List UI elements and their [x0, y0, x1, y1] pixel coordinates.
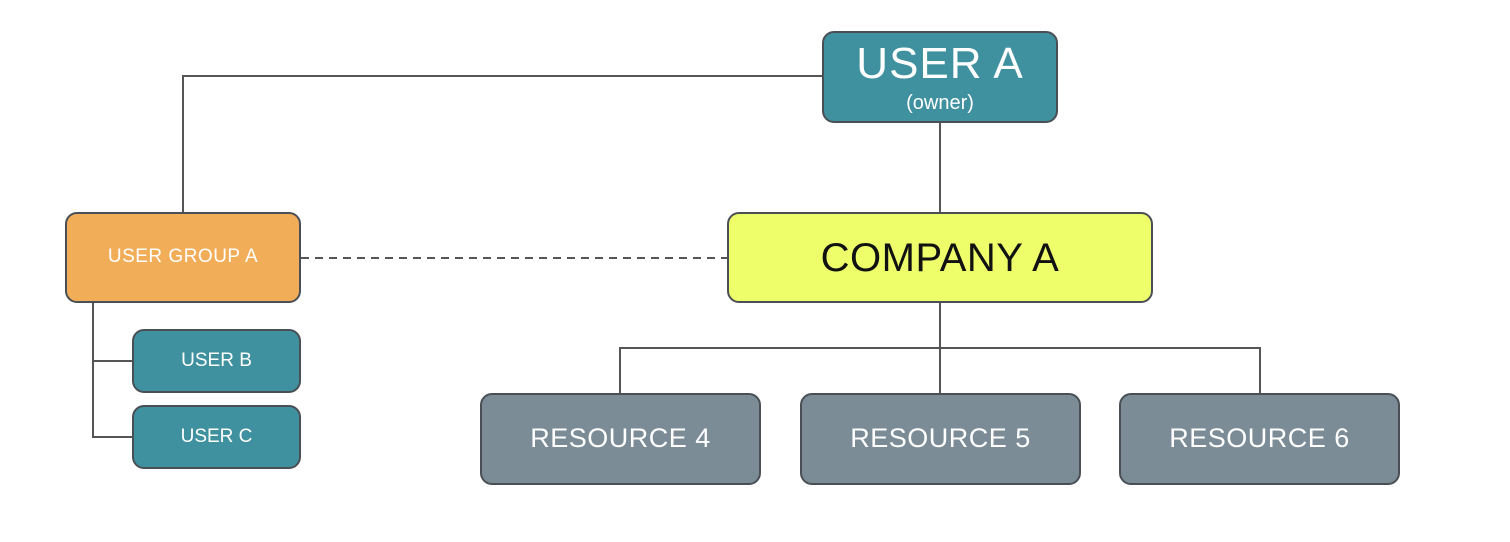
resource-6-node: RESOURCE 6: [1119, 393, 1400, 485]
resource-4-label: RESOURCE 4: [530, 423, 711, 454]
resource-5-node: RESOURCE 5: [800, 393, 1081, 485]
edge-user-group-a-to-user-c: [92, 303, 132, 438]
edge-user-group-a-to-user-b: [92, 303, 132, 362]
user-group-a-node: USER GROUP A: [65, 212, 301, 303]
resource-6-label: RESOURCE 6: [1169, 423, 1350, 454]
user-b-label: USER B: [181, 349, 252, 371]
resource-5-label: RESOURCE 5: [850, 423, 1031, 454]
user-a-node: USER A (owner): [822, 31, 1058, 123]
edge-company-a-to-resources: [619, 303, 1261, 393]
edge-user-a-to-user-group-a: [182, 75, 822, 212]
company-a-label: COMPANY A: [820, 235, 1060, 280]
company-a-node: COMPANY A: [727, 212, 1153, 303]
user-a-subtitle: (owner): [906, 92, 974, 115]
resource-4-node: RESOURCE 4: [480, 393, 761, 485]
user-c-node: USER C: [132, 405, 301, 469]
user-c-label: USER C: [180, 425, 253, 447]
user-a-title: USER A: [856, 38, 1024, 88]
user-b-node: USER B: [132, 329, 301, 393]
user-group-a-label: USER GROUP A: [107, 246, 259, 268]
